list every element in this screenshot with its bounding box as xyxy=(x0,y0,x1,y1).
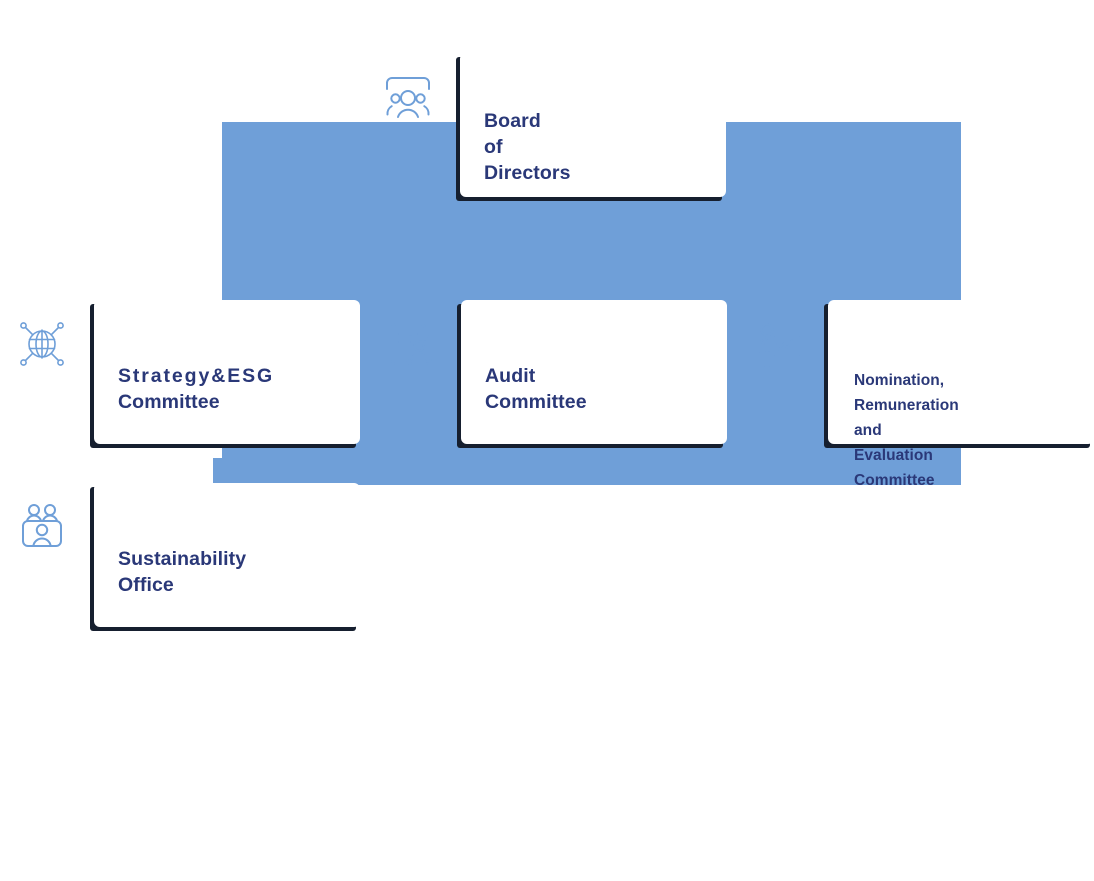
globe-network-icon xyxy=(16,318,68,370)
node-label: Sustainability Office xyxy=(118,546,246,598)
node-label: Board of Directors xyxy=(484,108,571,186)
group-of-people-icon xyxy=(382,71,434,123)
connector-band-step xyxy=(222,440,961,460)
card-face xyxy=(94,483,360,627)
node-label-line2: and Evaluation Committee xyxy=(854,422,935,489)
team-meeting-icon xyxy=(16,501,68,553)
node-label-line2: of Directors xyxy=(484,136,571,184)
card-face xyxy=(94,300,360,444)
connector-band-to-audit xyxy=(592,292,597,306)
connector-band-foot xyxy=(213,458,961,485)
presenter-chart-icon xyxy=(752,320,804,372)
node-label-line1: Nomination, Remuneration xyxy=(854,372,959,414)
node-label-line1: Board xyxy=(484,110,541,132)
node-label-line1: Audit xyxy=(485,365,536,387)
node-label-line1: Strategy&ESG xyxy=(118,365,275,387)
node-label-line1: Sustainability xyxy=(118,548,247,570)
card-face xyxy=(460,53,726,197)
document-person-icon xyxy=(383,318,435,370)
card-face xyxy=(828,300,1094,444)
node-label-line2: Committee xyxy=(485,391,587,413)
connector-band-to-nomination xyxy=(860,292,865,306)
node-label-line2: Office xyxy=(118,574,174,596)
connector-band-to-strategy xyxy=(223,292,228,306)
card-face xyxy=(461,300,727,444)
node-label: Strategy&ESG Committee xyxy=(118,363,274,415)
node-label: Audit Committee xyxy=(485,363,587,415)
node-label: Nomination, Remuneration and Evaluation … xyxy=(854,368,959,493)
node-label-line2: Committee xyxy=(118,391,220,413)
